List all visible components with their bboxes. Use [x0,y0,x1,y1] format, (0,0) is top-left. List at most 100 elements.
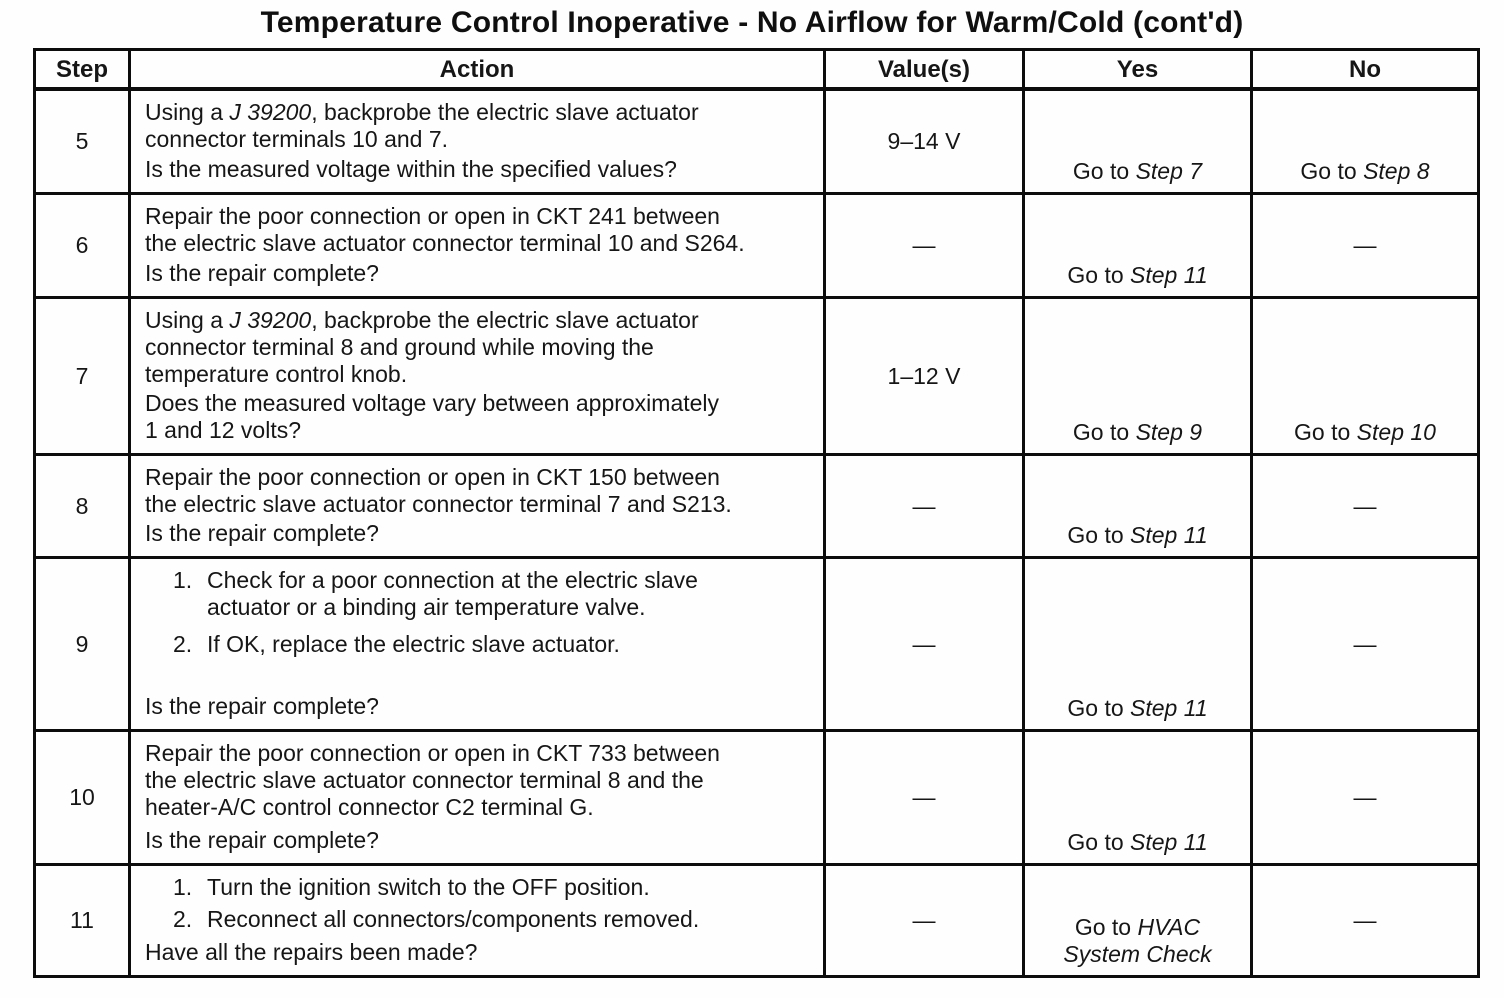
text: temperature control knob. [145,361,408,387]
text: Go to [1067,829,1131,855]
no-cell: Go to Step 10 [1253,299,1477,456]
action-question: Is the measured voltage within the speci… [145,156,809,183]
step-number: 11 [70,907,94,933]
action-paragraph: Using a J 39200, backprobe the electric … [145,99,809,153]
numbered-list-item: 2.Reconnect all connectors/components re… [145,906,809,933]
text: If OK, replace the electric slave actuat… [207,631,620,657]
value-text: — [912,232,936,258]
italic-text: Step 9 [1135,419,1203,445]
text-line: — [1354,784,1377,811]
text-line: temperature control knob. [145,361,809,388]
text: Does the measured voltage vary between a… [145,390,720,416]
step-number: 8 [75,492,89,519]
text: Using a [145,307,230,333]
list-item-text: If OK, replace the electric slave actuat… [207,631,620,658]
text-line: Does the measured voltage vary between a… [145,390,809,417]
no-cell: — [1253,866,1477,975]
list-item-number: 1. [173,874,193,900]
text-line: connector terminal 8 and ground while mo… [145,334,809,361]
text-line: Is the measured voltage within the speci… [145,156,809,183]
action-instructions: Repair the poor connection or open in CK… [145,740,809,821]
text-line: Turn the ignition switch to the OFF posi… [207,874,650,901]
step-cell: 8 [36,456,131,559]
action-paragraph: Repair the poor connection or open in CK… [145,464,809,518]
text: actuator or a binding air temperature va… [207,594,646,620]
text-line: Is the repair complete? [145,520,809,547]
action-paragraph: Repair the poor connection or open in CK… [145,203,809,257]
text: Is the measured voltage within the speci… [145,156,677,182]
text-line: Go to Step 9 [1073,419,1202,446]
text-line: Go to Step 11 [1067,695,1207,722]
numbered-list-item: 1. Turn the ignition switch to the OFF po… [145,874,809,901]
italic-text: Step 11 [1130,522,1208,548]
no-cell: — [1253,559,1477,732]
step-number: 5 [75,128,89,154]
text: , backprobe the electric slave actuator [311,99,699,125]
action-paragraph: Repair the poor connection or open in CK… [145,740,809,821]
header-cell-step: Step [36,51,131,91]
action-question: Is the repair complete? [145,260,809,287]
text: 1 and 12 volts? [145,417,302,443]
value-cell: — [826,456,1025,559]
text-line: Have all the repairs been made? [145,939,809,966]
text: heater-A/C control connector C2 terminal… [145,794,594,820]
step-number: 7 [75,362,89,389]
no-cell: — [1253,195,1477,299]
text: Go to [1074,914,1138,940]
text: Repair the poor connection or open in CK… [145,740,720,766]
text: Go to [1294,419,1357,445]
text: — [1353,630,1377,657]
action-cell: Repair the poor connection or open in CK… [131,732,826,866]
value-text: — [912,630,936,657]
text: Is the repair complete? [145,260,379,286]
text: — [1353,784,1377,810]
yes-cell: Go to Step 9 [1025,299,1253,456]
text-line: Reconnect all connectors/components remo… [207,906,699,933]
text: the electric slave actuator connector te… [145,491,732,517]
text-line: Is the repair complete? [145,693,809,720]
text-line: Is the repair complete? [145,827,809,854]
text: — [1353,907,1377,933]
text-line: connector terminals 10 and 7. [145,126,809,153]
text-line: Repair the poor connection or open in CK… [145,203,809,230]
text: Is the repair complete? [145,693,379,719]
text-line: actuator or a binding air temperature va… [207,594,698,621]
text-line: Go to Step 7 [1073,158,1202,185]
italic-text: J 39200 [229,99,312,125]
value-text: — [912,492,936,519]
text: connector terminals 10 and 7. [145,126,449,152]
value-cell: 1–12 V [826,299,1025,456]
text-line: System Check [1063,941,1211,968]
action-instructions: 1. Turn the ignition switch to the OFF po… [145,874,809,933]
action-cell: Using a J 39200, backprobe the electric … [131,91,826,195]
text-line: — [1354,493,1377,520]
text: Go to [1067,695,1131,721]
text: Is the repair complete? [145,827,379,853]
yes-cell: Go to Step 11 [1025,559,1253,732]
italic-text: Step 11 [1130,829,1208,855]
action-cell: 1.Check for a poor connection at the ele… [131,559,826,732]
text-line: Using a J 39200, backprobe the electric … [145,99,809,126]
text: Have all the repairs been made? [145,939,478,965]
header-cell-values: Value(s) [826,51,1025,91]
action-question: Does the measured voltage vary between a… [145,390,809,444]
yes-cell: Go to Step 11 [1025,732,1253,866]
action-question: Is the repair complete? [145,693,809,720]
yes-cell: Go to Step 11 [1025,195,1253,299]
text-line: the electric slave actuator connector te… [145,767,809,794]
action-question: Have all the repairs been made? [145,939,809,966]
text: Is the repair complete? [145,520,379,546]
text: the electric slave actuator connector te… [145,230,745,256]
header-cell-yes: Yes [1025,51,1253,91]
italic-text: HVAC [1137,914,1201,940]
action-cell: Repair the poor connection or open in CK… [131,195,826,299]
list-item-number: 1. [173,567,193,593]
text-line: 1 and 12 volts? [145,417,809,444]
text: Go to [1072,419,1136,445]
text-line: — [1354,907,1377,934]
text: Reconnect all connectors/components remo… [207,906,700,932]
italic-text: System Check [1063,941,1212,967]
